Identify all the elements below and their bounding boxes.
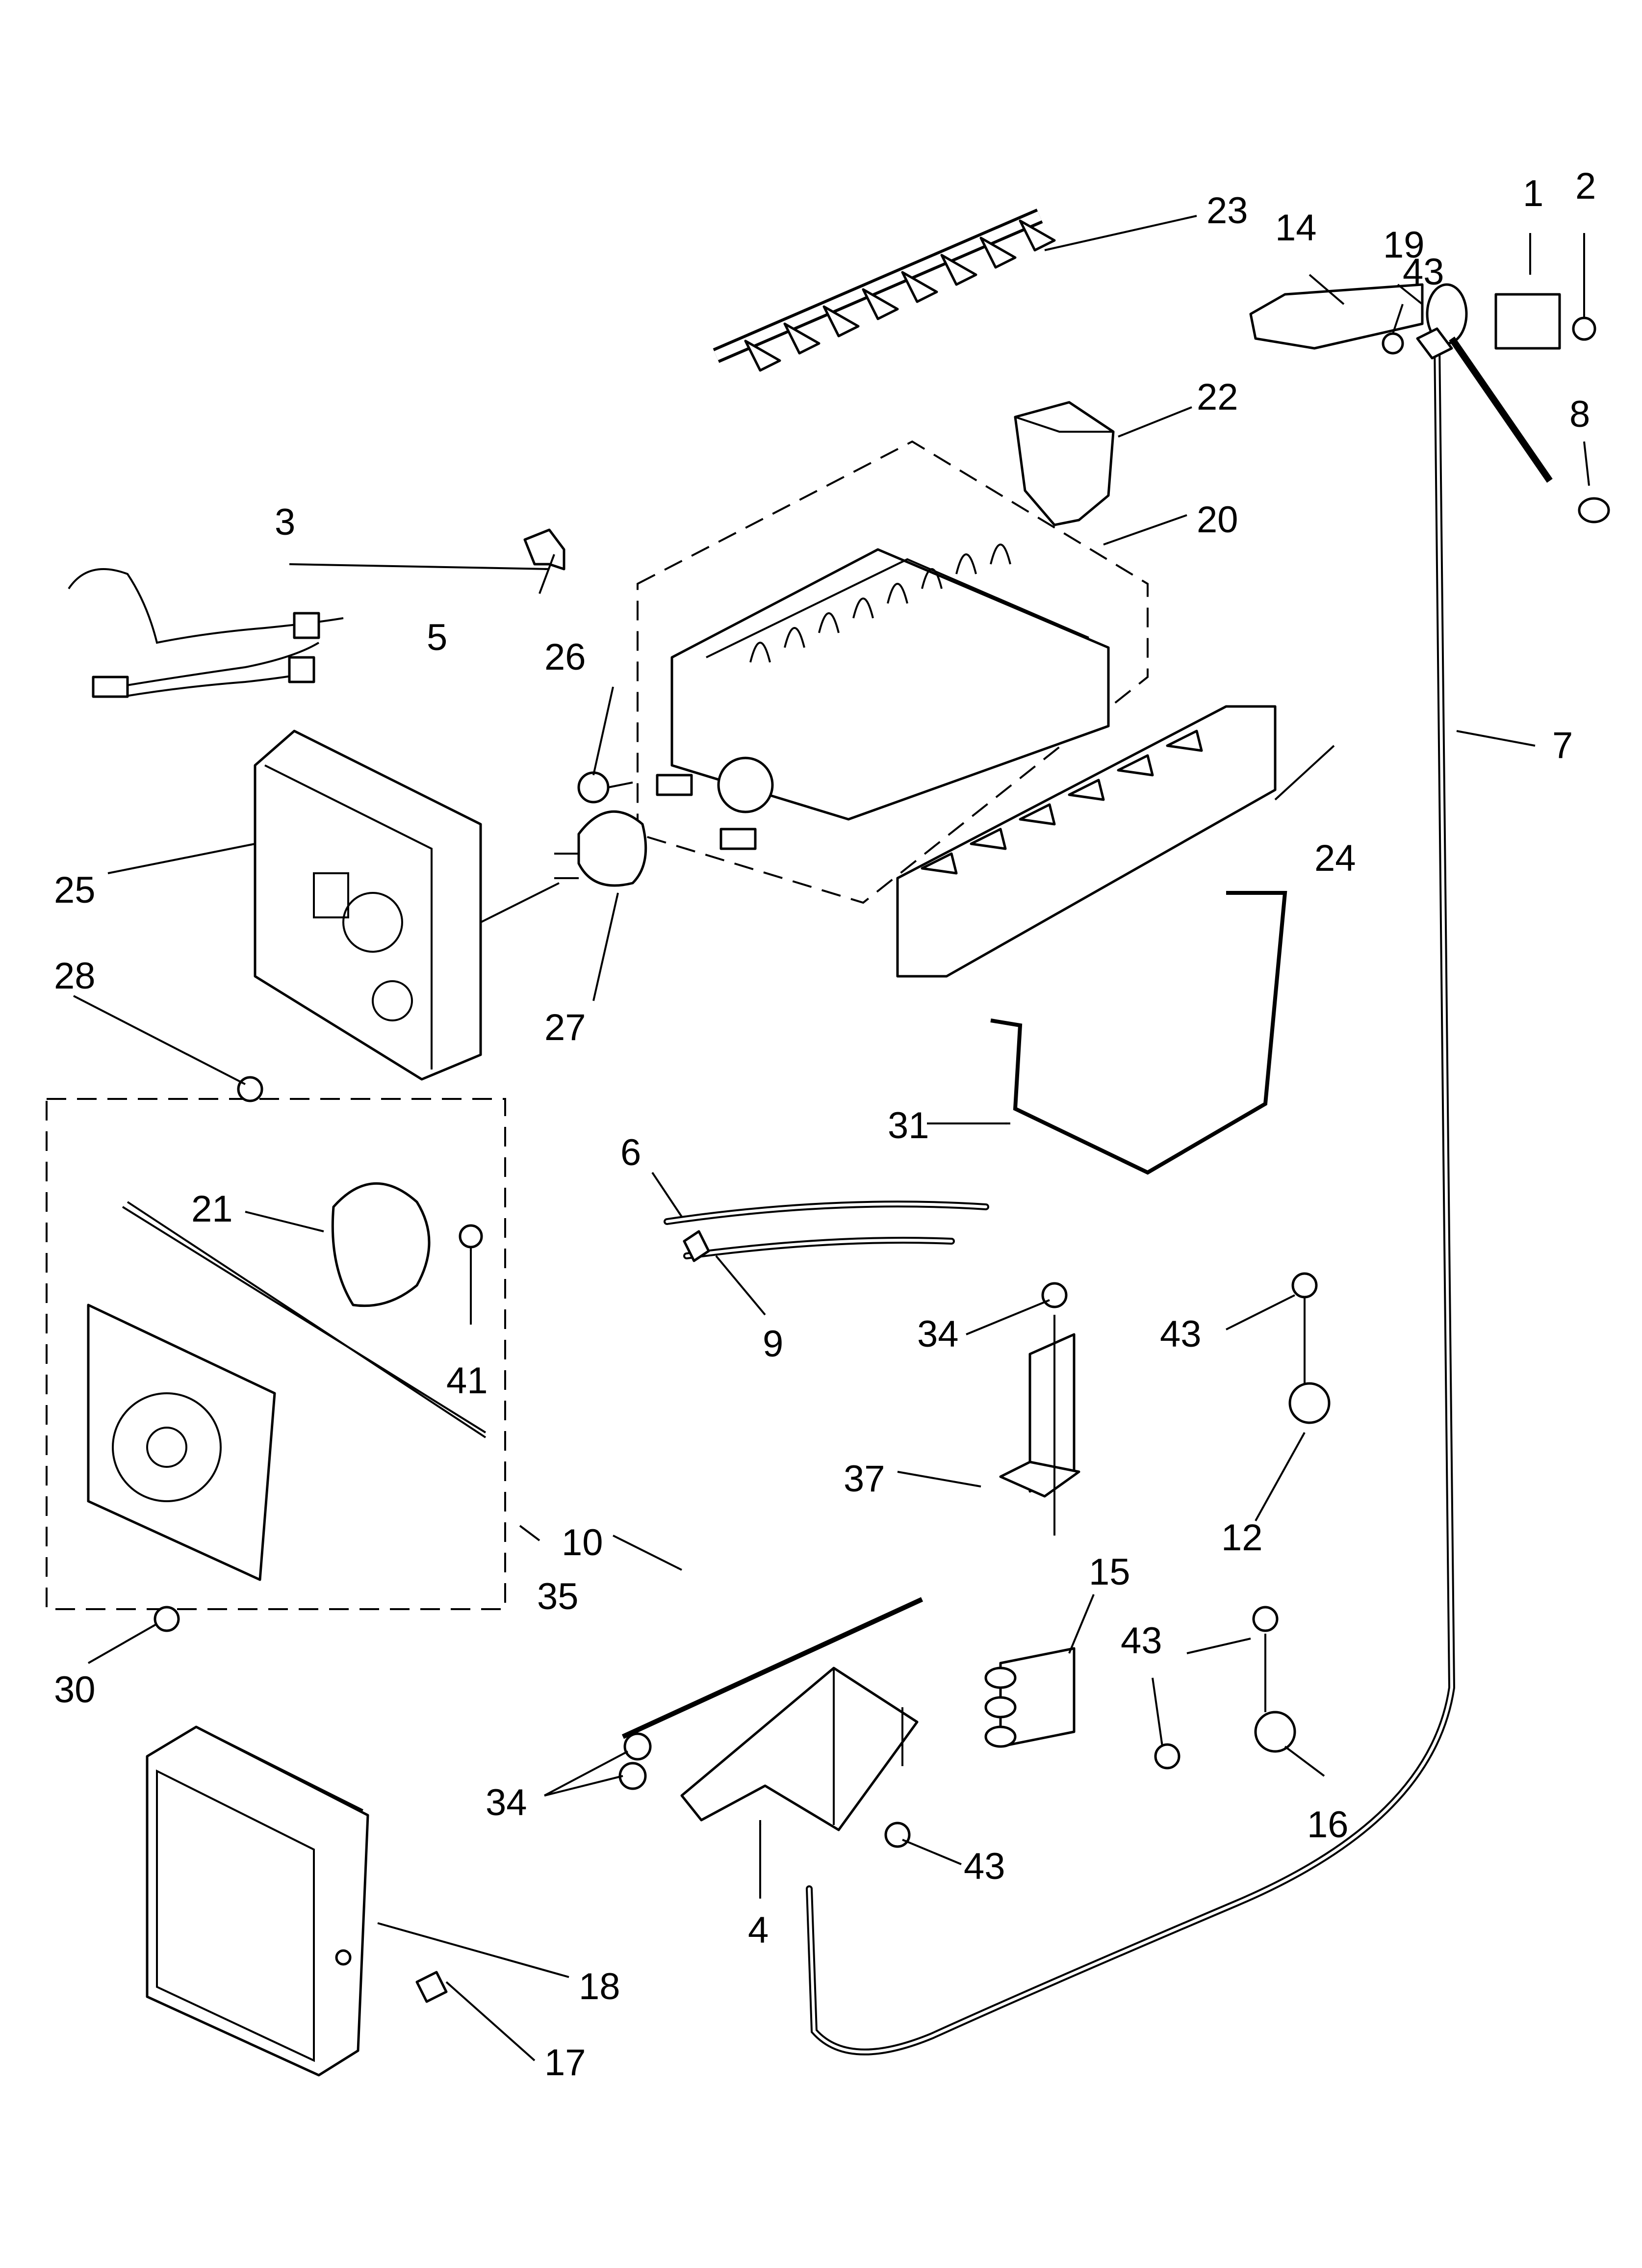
part-clip bbox=[523, 528, 565, 571]
callout-9: 9 bbox=[763, 1323, 783, 1365]
callout-23: 23 bbox=[1206, 190, 1248, 232]
callout-7: 7 bbox=[1552, 725, 1573, 766]
part-stripper bbox=[896, 705, 1277, 978]
callout-3: 3 bbox=[275, 501, 295, 543]
part-tubes bbox=[664, 1200, 989, 1262]
part-button bbox=[415, 1971, 448, 2003]
callout-19: 19 bbox=[1383, 224, 1425, 266]
callout-27: 27 bbox=[544, 1007, 586, 1048]
callout-43-plate: 43 bbox=[964, 1846, 1005, 1887]
callout-17: 17 bbox=[544, 2042, 586, 2084]
part-clamp-upper bbox=[1288, 1295, 1331, 1424]
callout-30: 30 bbox=[54, 1669, 96, 1711]
callout-16: 16 bbox=[1307, 1804, 1349, 1846]
part-cover-plate bbox=[621, 1597, 924, 1831]
part-valve bbox=[1416, 283, 1610, 523]
callout-10: 10 bbox=[562, 1522, 603, 1564]
callout-20: 20 bbox=[1197, 499, 1238, 541]
part-valve-bracket bbox=[1249, 283, 1424, 350]
callout-35: 35 bbox=[537, 1576, 579, 1617]
callout-34-upper: 34 bbox=[917, 1313, 959, 1355]
callout-43-clamp-upper: 43 bbox=[1160, 1313, 1202, 1355]
callout-26: 26 bbox=[544, 636, 586, 678]
callout-5: 5 bbox=[427, 617, 447, 658]
part-bracket bbox=[999, 1315, 1080, 1536]
part-clamp-lower bbox=[1254, 1634, 1296, 1753]
callout-12: 12 bbox=[1221, 1517, 1263, 1559]
part-motor bbox=[331, 1182, 431, 1307]
part-ejector bbox=[713, 209, 1056, 372]
part-module-plate bbox=[87, 1201, 487, 1581]
part-front-cover bbox=[146, 1725, 369, 2077]
callout-8: 8 bbox=[1569, 393, 1590, 435]
callout-31: 31 bbox=[888, 1105, 929, 1147]
part-fill-cup bbox=[1014, 401, 1115, 526]
leader-lines bbox=[73, 215, 1590, 2061]
callout-28: 28 bbox=[54, 955, 96, 997]
part-mold bbox=[637, 440, 1149, 904]
callout-1: 1 bbox=[1523, 173, 1543, 214]
callout-22: 22 bbox=[1197, 376, 1238, 418]
callout-37: 37 bbox=[844, 1458, 885, 1500]
callout-15: 15 bbox=[1089, 1551, 1130, 1593]
callout-4: 4 bbox=[748, 1909, 769, 1951]
callout-14: 14 bbox=[1275, 207, 1317, 249]
callout-43-valve: 43 bbox=[1403, 251, 1444, 293]
callout-2: 2 bbox=[1575, 165, 1596, 207]
part-thermostat bbox=[554, 810, 647, 887]
motor-assembly-outline bbox=[46, 1098, 506, 1610]
part-wire-harness bbox=[68, 568, 344, 698]
part-shutoff-arm-retainer bbox=[577, 771, 633, 804]
callout-43-clip: 43 bbox=[1121, 1620, 1162, 1662]
callout-25: 25 bbox=[54, 869, 96, 911]
callout-6: 6 bbox=[620, 1132, 641, 1173]
callout-18: 18 bbox=[579, 1966, 620, 2007]
callout-41: 41 bbox=[446, 1360, 488, 1402]
part-tube-clip bbox=[984, 1647, 1076, 1748]
callout-24: 24 bbox=[1314, 837, 1356, 879]
callout-labels: 1 2 3 4 5 6 7 8 9 10 12 14 15 16 17 18 1… bbox=[54, 165, 1596, 2084]
callout-21: 21 bbox=[191, 1188, 233, 1230]
part-housing bbox=[254, 730, 560, 1081]
callout-34-lower: 34 bbox=[486, 1782, 527, 1824]
screws bbox=[154, 316, 1596, 1848]
part-shutoff-arm bbox=[990, 891, 1287, 1175]
